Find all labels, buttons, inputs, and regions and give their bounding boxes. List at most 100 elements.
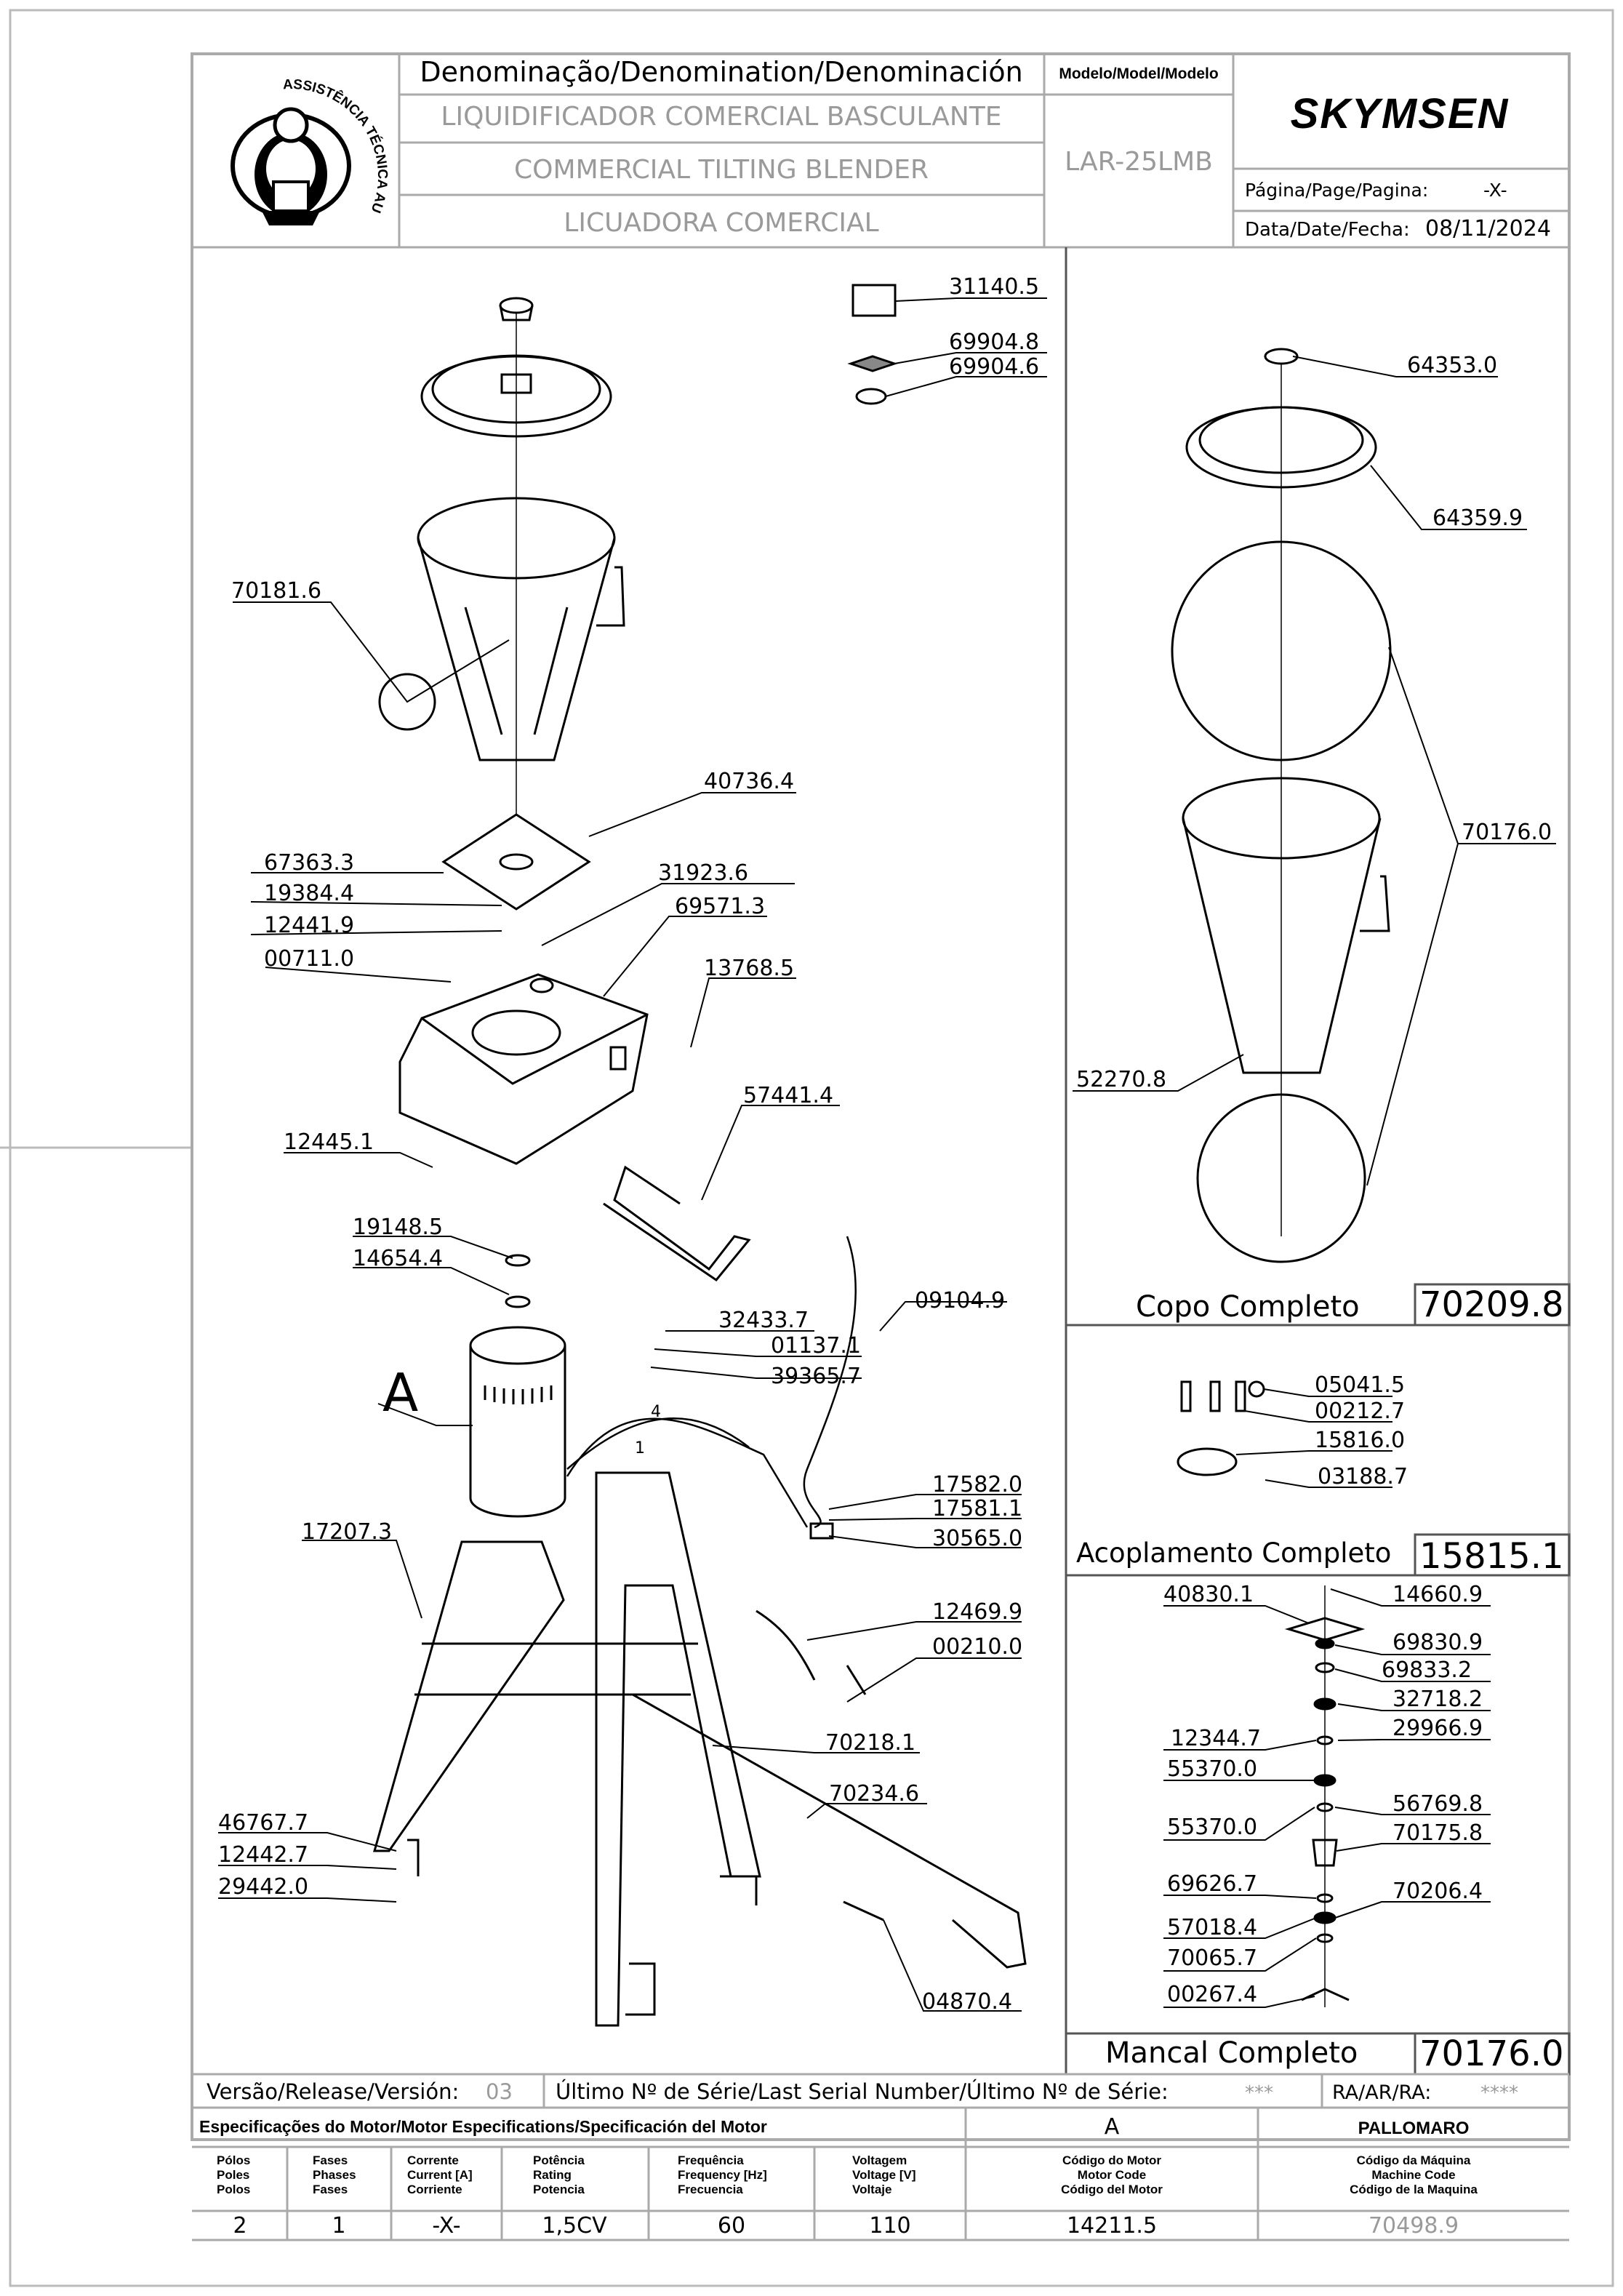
copo-completo-drawing: [1171, 348, 1392, 1263]
mancal-part-label: 40830.1: [1163, 1582, 1254, 1607]
part-label-p40736-4: 40736.4: [704, 769, 794, 794]
part-label-p70234-6: 70234.6: [829, 1781, 919, 1807]
mancal-part-label: 70175.8: [1392, 1820, 1483, 1846]
spec-header-text: Código del Motor: [1061, 2183, 1163, 2196]
mancal-part-label: 29966.9: [1392, 1716, 1483, 1741]
spec-header-text: Potência: [533, 2153, 585, 2167]
mancal-drawing: [1284, 1585, 1366, 2007]
spec-header-text: Rating: [533, 2168, 572, 2182]
motor-spec-title: Especificações do Motor/Motor Especifica…: [199, 2117, 767, 2136]
spec-headers: PólosPolesPolosFasesPhasesFasesCorrenteC…: [217, 2153, 1478, 2196]
part-label-p57441-4: 57441.4: [743, 1083, 833, 1108]
spec-value-4: 60: [718, 2213, 745, 2239]
acoplamento-part-label: 00212.7: [1315, 1399, 1405, 1424]
part-label-p46767-7: 46767.7: [218, 1810, 308, 1836]
spec-header-text: Fases: [313, 2153, 348, 2167]
brand-logo: SKYMSEN: [1291, 90, 1510, 137]
part-label-p32433-7: 32433.7: [718, 1308, 809, 1333]
name-pt: LIQUIDIFICADOR COMERCIAL BASCULANTE: [441, 102, 1001, 132]
copo-code: 70209.8: [1419, 1284, 1564, 1325]
spec-header-text: Motor Code: [1078, 2168, 1146, 2182]
copo-part-label: 64359.9: [1432, 505, 1523, 531]
spec-header-text: Voltage [V]: [852, 2168, 916, 2182]
mancal-part-label: 70206.4: [1392, 1879, 1483, 1904]
serial-value: ***: [1245, 2082, 1273, 2104]
version-label: Versão/Release/Versión:: [207, 2079, 459, 2104]
date-value: 08/11/2024: [1425, 216, 1551, 241]
part-label-p12441-9: 12441.9: [264, 913, 354, 938]
model-value: LAR-25LMB: [1065, 147, 1213, 177]
spec-header-text: Voltagem: [852, 2153, 907, 2167]
spec-header-text: Polos: [217, 2183, 250, 2196]
mancal-part-label: 00267.4: [1167, 1982, 1257, 2007]
spec-value-6: 14211.5: [1067, 2213, 1157, 2239]
part-label-p14654-4: 14654.4: [353, 1246, 443, 1271]
part-label-p09104-9: 09104.9: [915, 1288, 1005, 1313]
leader-lines: [218, 297, 1047, 2012]
version-value: 03: [486, 2079, 513, 2104]
part-label-p13768-5: 13768.5: [704, 956, 794, 981]
part-label-p70218-1: 70218.1: [825, 1730, 915, 1756]
acoplamento-part-label: 05041.5: [1315, 1372, 1405, 1398]
copo-title: Copo Completo: [1136, 1290, 1360, 1324]
part-label-p69904-6: 69904.6: [949, 354, 1039, 380]
spec-header-text: Frequency [Hz]: [678, 2168, 767, 2182]
part-label-p31140-5: 31140.5: [949, 274, 1039, 300]
part-label-p17581-1: 17581.1: [932, 1496, 1022, 1521]
part-label-p29442-0: 29442.0: [218, 1874, 308, 1900]
spec-value-7: 70498.9: [1368, 2213, 1459, 2239]
mancal-part-label: 69626.7: [1167, 1871, 1257, 1897]
name-es: LICUADORA COMERCIAL: [564, 208, 878, 238]
wire-label-1: 1: [635, 1439, 645, 1457]
part-label-p69571-3: 69571.3: [675, 894, 765, 919]
wire-label-4: 4: [651, 1403, 661, 1421]
copo-leaders: [1073, 356, 1556, 1186]
page-label: Página/Page/Pagina:: [1245, 180, 1428, 201]
part-label-p17207-3: 17207.3: [302, 1519, 392, 1545]
mancal-leaders: [1163, 1588, 1491, 2008]
part-label-p31923-6: 31923.6: [658, 860, 748, 886]
mancal-part-label: 55370.0: [1167, 1756, 1257, 1782]
part-label-p19384-4: 19384.4: [264, 881, 354, 906]
main-exploded-view: [373, 284, 1027, 2027]
page-value: -X-: [1483, 180, 1507, 201]
part-label-p00210-0: 00210.0: [932, 1634, 1022, 1660]
spec-value-2: -X-: [432, 2213, 460, 2239]
mancal-part-label: 14660.9: [1392, 1582, 1483, 1607]
motor-spec-letter: A: [1105, 2114, 1120, 2140]
spec-value-3: 1,5CV: [542, 2213, 607, 2239]
authorized-service-logo: [231, 107, 351, 225]
acoplamento-part-label: 15816.0: [1315, 1428, 1405, 1453]
mancal-part-label: 69830.9: [1392, 1630, 1483, 1655]
mancal-part-label: 70065.7: [1167, 1945, 1257, 1971]
section-dividers: [1065, 247, 1571, 2076]
spec-header-text: Fases: [313, 2183, 348, 2196]
name-en: COMMERCIAL TILTING BLENDER: [514, 155, 929, 185]
spec-value-1: 1: [332, 2213, 345, 2239]
copo-part-label: 70176.0: [1462, 820, 1552, 845]
serial-label: Último Nº de Série/Last Serial Number/Úl…: [556, 2079, 1169, 2104]
mancal-part-label: 55370.0: [1167, 1815, 1257, 1840]
part-label-p04870-4: 04870.4: [922, 1989, 1012, 2015]
part-label-p67363-3: 67363.3: [264, 850, 354, 876]
spec-header-text: Código da Máquina: [1357, 2153, 1471, 2167]
part-label-p30565-0: 30565.0: [932, 1526, 1022, 1551]
part-label-p39365-7: 39365.7: [771, 1364, 861, 1389]
title-block: [192, 54, 1569, 249]
acoplamento-drawing: [1177, 1380, 1265, 1476]
ra-value: ****: [1480, 2082, 1518, 2104]
mancal-part-label: 69833.2: [1382, 1657, 1472, 1683]
mancal-code: 70176.0: [1419, 2033, 1564, 2074]
part-label-p01137-1: 01137.1: [771, 1333, 861, 1359]
mancal-part-label: 56769.8: [1392, 1791, 1483, 1817]
sheet-border: [9, 9, 1614, 2287]
spec-value-5: 110: [869, 2213, 910, 2239]
spec-header-text: Poles: [217, 2168, 249, 2182]
part-label-p12442-7: 12442.7: [218, 1842, 308, 1868]
mancal-part-label: 57018.4: [1167, 1915, 1257, 1940]
spec-header-text: Código de la Maquina: [1350, 2183, 1478, 2196]
motor-brand: PALLOMARO: [1358, 2119, 1470, 2138]
part-label-p12445-1: 12445.1: [284, 1129, 374, 1155]
